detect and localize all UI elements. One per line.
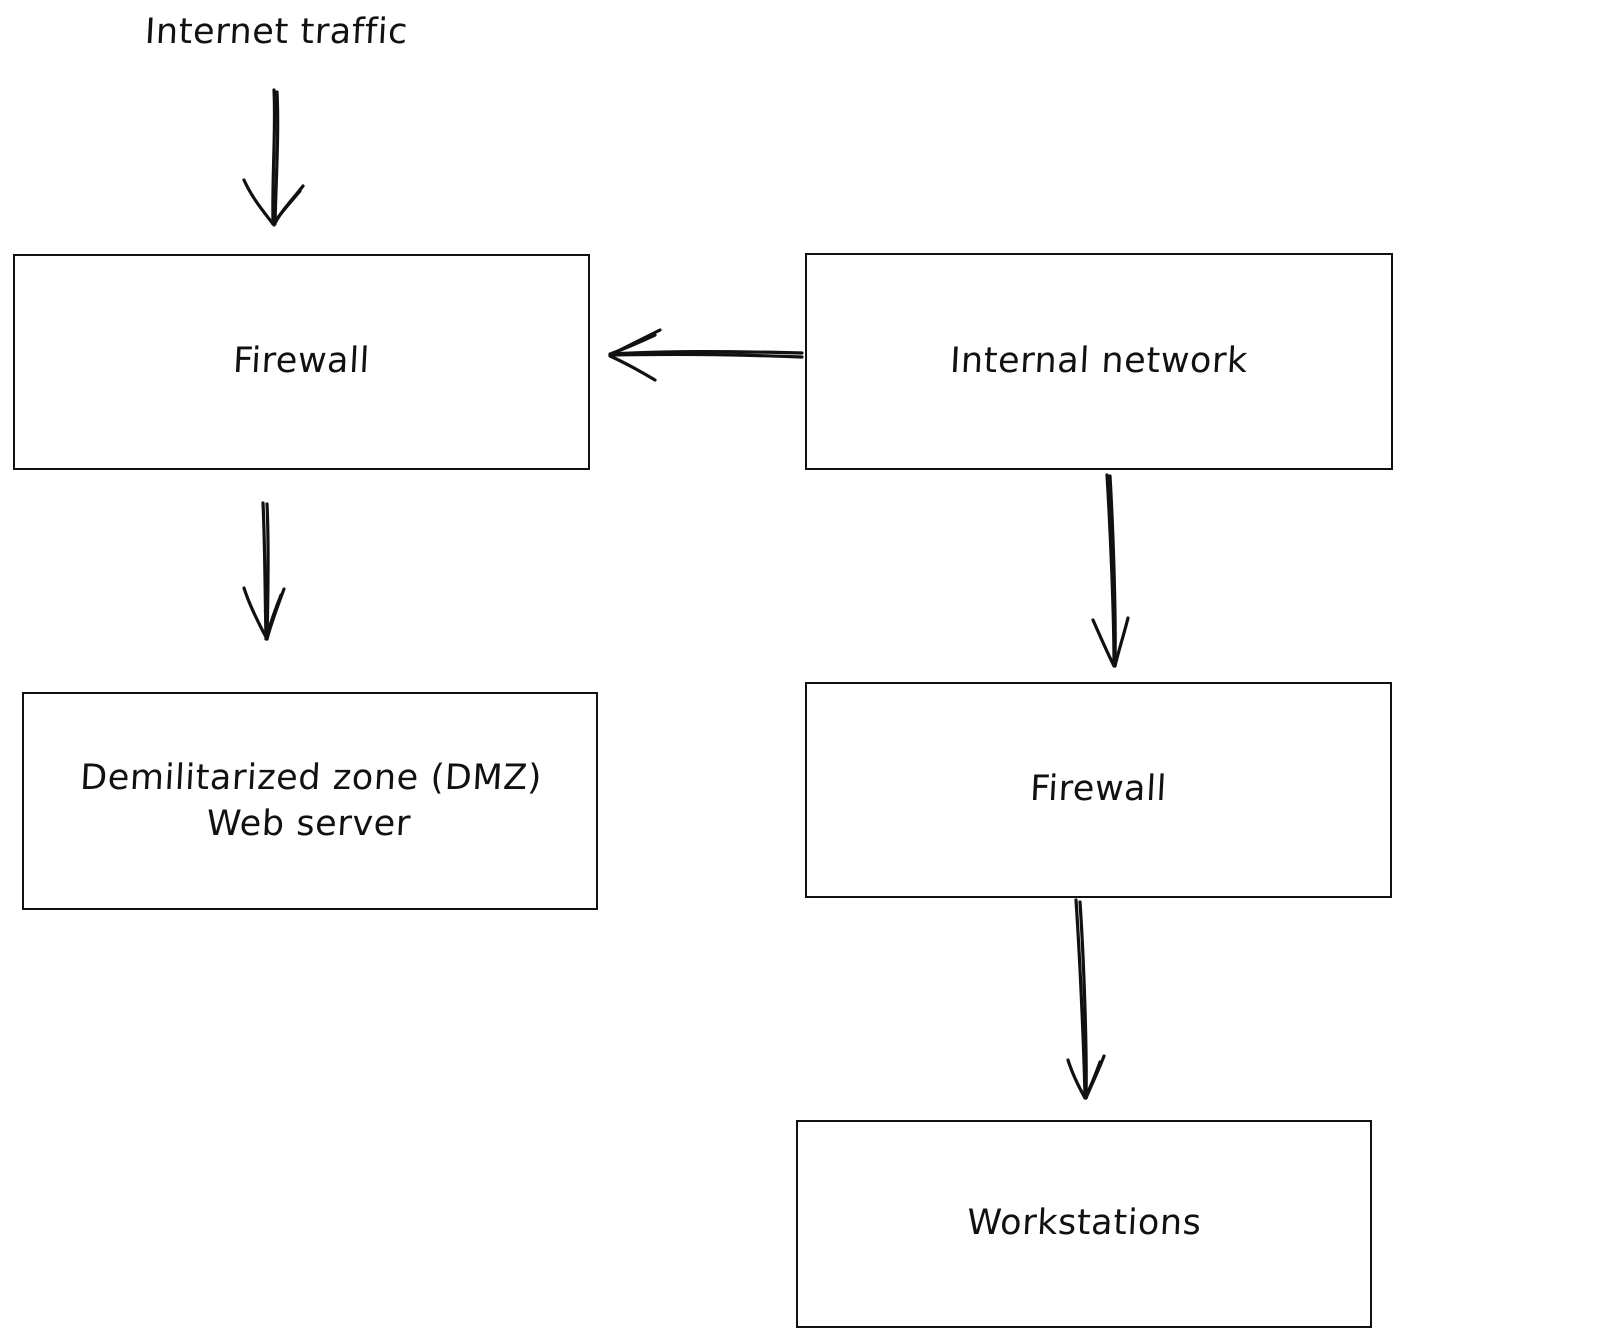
arrow-internal-network-to-firewall-external bbox=[608, 328, 804, 382]
node-firewall-internal[interactable]: Firewall bbox=[805, 682, 1392, 898]
node-label-internal-network: Internal network bbox=[949, 340, 1249, 381]
arrow-firewall-internal-to-workstations bbox=[1066, 898, 1106, 1100]
node-firewall-external[interactable]: Firewall bbox=[13, 254, 590, 470]
node-label-firewall-external: Firewall bbox=[232, 341, 371, 382]
diagram-title-internet-traffic: Internet traffic bbox=[143, 12, 409, 52]
arrow-internal-network-to-firewall-internal bbox=[1091, 473, 1130, 668]
arrow-firewall-external-to-dmz bbox=[242, 501, 286, 641]
node-internal-network[interactable]: Internal network bbox=[805, 253, 1393, 470]
node-label-dmz-web-server: Demilitarized zone (DMZ) Web server bbox=[79, 757, 544, 844]
arrow-internet-to-firewall bbox=[242, 88, 305, 227]
node-workstations[interactable]: Workstations bbox=[796, 1120, 1372, 1328]
node-dmz-web-server[interactable]: Demilitarized zone (DMZ) Web server bbox=[22, 692, 598, 910]
node-label-workstations: Workstations bbox=[965, 1203, 1203, 1244]
node-label-firewall-internal: Firewall bbox=[1029, 769, 1168, 810]
